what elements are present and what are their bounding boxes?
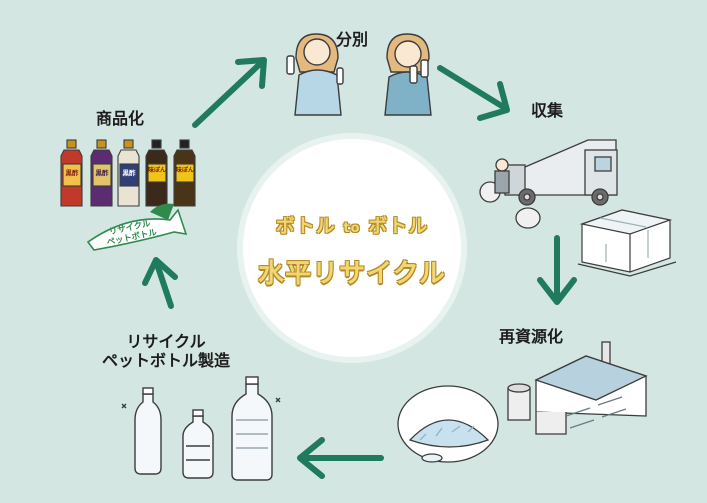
product-bottle-4-label: 味ぽん <box>147 167 166 174</box>
product-bottle-1-label: 黒酢 <box>65 169 79 177</box>
stage-label-product: 商品化 <box>96 109 145 128</box>
arrow-product-to-sorting <box>192 57 267 128</box>
product-bottle-2-label: 黒酢 <box>95 169 109 177</box>
sorting-person-2 <box>384 33 432 116</box>
arrow-manufacturing-to-product <box>142 257 178 309</box>
recycle-badge <box>86 203 188 251</box>
product-bottles <box>60 139 196 207</box>
arrow-sorting-to-collection <box>437 65 510 121</box>
stage-label-recycling: 再資源化 <box>499 327 564 346</box>
center-circle <box>243 139 461 357</box>
sorting-person-1 <box>286 33 344 116</box>
product-bottle-4 <box>145 139 168 207</box>
new-pet-bottles <box>121 376 281 481</box>
pet-flakes-bubble <box>397 385 499 463</box>
arrow-recycling-to-manufacturing <box>297 437 384 479</box>
bottle-bales <box>577 209 677 277</box>
arrow-collection-to-recycling <box>537 235 577 305</box>
product-bottle-1 <box>60 139 83 207</box>
product-bottle-5-label: 味ぽん <box>175 167 194 174</box>
center-title-line2: 水平リサイクル <box>258 259 446 289</box>
garbage-truck <box>479 139 618 229</box>
recycling-factory <box>507 341 648 435</box>
stage-label-collection: 収集 <box>531 101 564 120</box>
product-bottle-2 <box>90 139 113 207</box>
product-bottle-3 <box>117 139 140 207</box>
product-bottle-5 <box>173 139 196 207</box>
product-bottle-3-label: 黒酢 <box>122 169 136 177</box>
stage-label-sorting: 分別 <box>336 30 369 49</box>
center-title-line1: ボトル to ボトル <box>275 215 429 237</box>
stage-label-manufacturing: リサイクル ペットボトル製造 <box>102 332 231 371</box>
